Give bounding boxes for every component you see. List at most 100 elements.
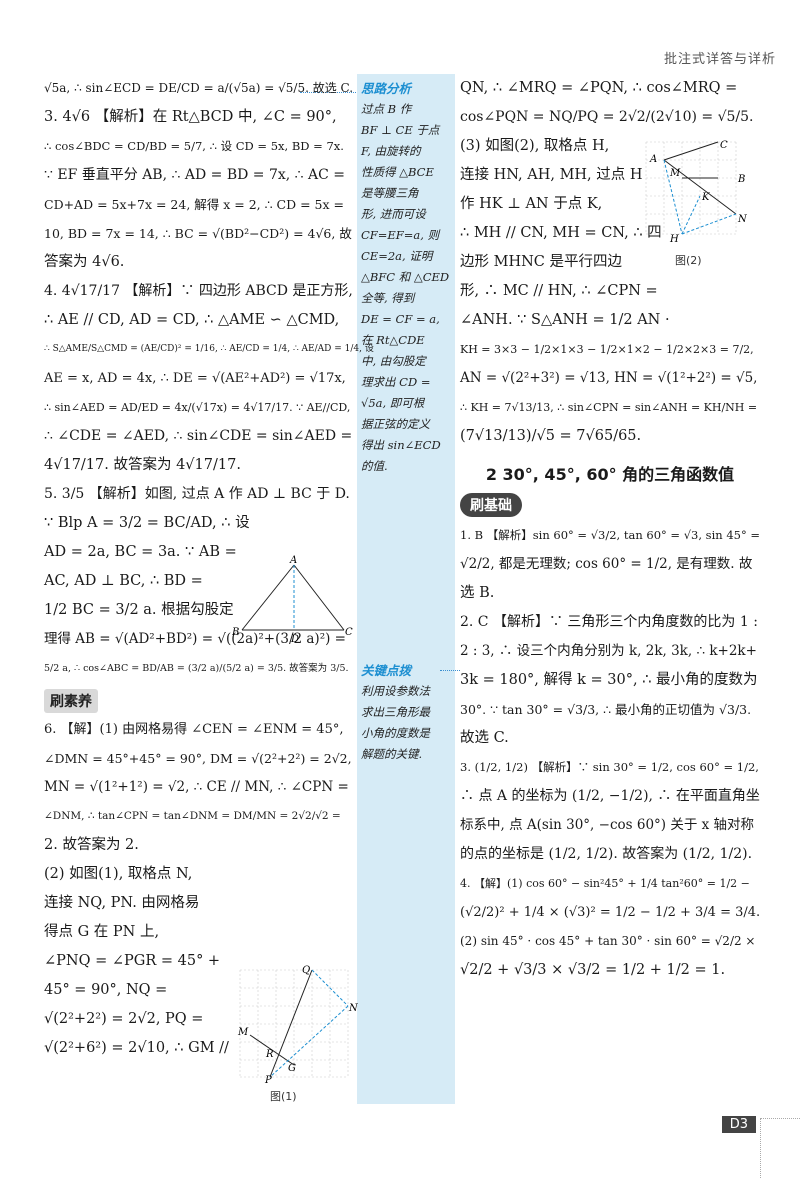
left-line: √(2²+2²) = 2√2, PQ = [44, 1011, 204, 1027]
note-line: 求出三角形最 [361, 705, 430, 719]
right-line: KH = 3×3 − 1/2×1×3 − 1/2×1×2 − 1/2×2×3 =… [460, 343, 754, 356]
right2-line: 标系中, 点 A(sin 30°, −cos 60°) 关于 x 轴对称 [460, 817, 755, 833]
fig1-label-p: P [264, 1075, 272, 1083]
left-line: ∴ AE // CD, AD = CD, ∴ △AME ∽ △CMD, [44, 312, 340, 328]
triangle-figure: A B D C [232, 555, 353, 645]
right2-line: 4. 【解】(1) cos 60° − sin²45° + 1/4 tan²60… [460, 877, 750, 890]
right2-line: 2. C 【解析】∵ 三角形三个内角度数的比为 1 : [460, 614, 758, 630]
note-line: 解题的关键. [361, 747, 423, 761]
left-line: √5a, ∴ sin∠ECD = DE/CD = a/(√5a) = √5/5.… [44, 81, 354, 95]
left-line: AC, AD ⊥ BC, ∴ BD = [44, 573, 203, 589]
left-line: ∵ Blp A = 3/2 = BC/AD, ∴ 设 [44, 515, 250, 531]
left-line: 4. 4√17/17 【解析】∵ 四边形 ABCD 是正方形, [44, 283, 353, 299]
left-line: 45° = 90°, NQ = [44, 982, 168, 998]
left-line: 5. 3/5 【解析】如图, 过点 A 作 AD ⊥ BC 于 D. [44, 486, 350, 502]
note-connector-2 [440, 670, 460, 671]
right2-line: 3. (1/2, 1/2) 【解析】∵ sin 30° = 1/2, cos 6… [460, 760, 759, 774]
right-line: 边形 MHNC 是平行四边 [460, 254, 622, 270]
note-keypoint-title: 关键点拨 [361, 663, 412, 678]
left-line: ∠PNQ = ∠PGR = 45° + [44, 953, 221, 969]
left-line: (2) 如图(1), 取格点 N, [44, 866, 193, 882]
fig1-label-m: M [237, 1027, 249, 1038]
note-line: △BFC 和 △CED [361, 270, 450, 284]
running-header: 批注式详答与详析 [663, 52, 776, 67]
right-column: QN, ∴ ∠MRQ = ∠PQN, ∴ cos∠MRQ = cos∠PQN = … [460, 74, 760, 985]
right-line: cos∠PQN = NQ/PQ = 2√2/(2√10) = √5/5. [460, 109, 754, 125]
left-line: 6. 【解】(1) 由网格易得 ∠CEN = ∠ENM = 45°, [44, 722, 344, 737]
fig2-label-m: M [669, 168, 681, 179]
right-line: 形, ∴ MC // HN, ∴ ∠CPN = [460, 283, 658, 299]
fig1-caption: 图(1) [270, 1090, 297, 1103]
note-line: 利用设参数法 [361, 684, 430, 698]
right-line: AN = √(2²+3²) = √13, HN = √(1²+2²) = √5, [460, 370, 758, 386]
left-line: 连接 NQ, PN. 由网格易 [44, 895, 200, 911]
right2-line: (√2/2)² + 1/4 × (√3)² = 1/2 − 1/2 + 3/4 … [460, 905, 761, 920]
tri-label-a: A [289, 555, 297, 566]
grid-figure-2: C A M B K N H [645, 140, 748, 245]
note-line: 小角的度数是 [361, 726, 430, 740]
note-line: 得出 sin∠ECD [361, 438, 441, 452]
right-line: 连接 HN, AH, MH, 过点 H [460, 167, 643, 183]
right2-line: 3k = 180°, 解得 k = 30°, ∴ 最小角的度数为 [460, 672, 758, 688]
right-line: ∴ MH // CN, MH = CN, ∴ 四 [460, 225, 662, 241]
note-line: 的值. [361, 459, 388, 473]
left-line: ∴ ∠CDE = ∠AED, ∴ sin∠CDE = sin∠AED = [44, 428, 353, 444]
left-line: 得点 G 在 PN 上, [44, 924, 160, 940]
right2-line: ∴ 点 A 的坐标为 (1/2, −1/2), ∴ 在平面直角坐 [460, 788, 760, 804]
left-line: 3. 4√6 【解析】在 Rt△BCD 中, ∠C = 90°, [44, 109, 337, 125]
left-line: AD = 2a, BC = 3a. ∵ AB = [44, 544, 237, 560]
note-line: 形, 进而可设 [361, 207, 426, 221]
tri-label-d: D [290, 634, 299, 645]
left-line: 5/2 a, ∴ cos∠ABC = BD/AB = (3/2 a)/(5/2 … [44, 663, 349, 674]
fig2-label-a: A [649, 154, 657, 165]
note-line: CE=2a, 证明 [361, 249, 433, 263]
left-line: √(2²+6²) = 2√10, ∴ GM // [44, 1040, 229, 1056]
left-line: MN = √(1²+1²) = √2, ∴ CE // MN, ∴ ∠CPN = [44, 779, 349, 795]
fig1-label-r: R [265, 1049, 274, 1060]
right2-line: 30°. ∵ tan 30° = √3/3, ∴ 最小角的正切值为 √3/3. [460, 702, 752, 717]
note-line: √5a, 即可根 [361, 396, 425, 410]
left-line: ∴ cos∠BDC = CD/BD = 5/7, ∴ 设 CD = 5x, BD… [44, 139, 344, 153]
note-line: 在 Rt△CDE [361, 333, 425, 347]
left-line: CD+AD = 5x+7x = 24, 解得 x = 2, ∴ CD = 5x … [44, 197, 345, 212]
note-line: BF ⊥ CE 于点 [361, 123, 440, 137]
fig1-label-g: G [288, 1063, 296, 1074]
right2-line: 的点的坐标是 (1/2, 1/2). 故答案为 (1/2, 1/2). [460, 846, 753, 862]
note-line: 中, 由勾股定 [361, 354, 426, 368]
right2-line: 故选 C. [460, 730, 509, 746]
fig1-label-q: Q [302, 965, 310, 976]
right-line: ∠ANH. ∵ S△ANH = 1/2 AN · [460, 312, 670, 328]
annotation-sidebar [357, 74, 455, 1104]
section-title: 2 30°, 45°, 60° 角的三角函数值 [485, 465, 735, 484]
left-line: AE = x, AD = 4x, ∴ DE = √(AE²+AD²) = √17… [44, 371, 346, 386]
fig2-label-h: H [669, 234, 679, 245]
right-line: QN, ∴ ∠MRQ = ∠PQN, ∴ cos∠MRQ = [460, 80, 738, 96]
left-line: 答案为 4√6. [44, 254, 125, 270]
page-number: D3 [721, 1116, 756, 1133]
page-corner-decoration [760, 1118, 800, 1178]
right2-line: 2 : 3, ∴ 设三个内角分别为 k, 2k, 3k, ∴ k+2k+ [460, 643, 757, 659]
left-column: √5a, ∴ sin∠ECD = DE/CD = a/(√5a) = √5/5.… [44, 74, 374, 1063]
note-analysis-title: 思路分析 [361, 81, 412, 96]
right-line: (7√13/13)/√5 = 7√65/65. [460, 428, 642, 444]
left-line: 1/2 BC = 3/2 a. 根据勾股定 [44, 602, 234, 618]
fig2-label-k: K [701, 192, 710, 203]
left-line: ∵ EF 垂直平分 AB, ∴ AD = BD = 7x, ∴ AC = [44, 167, 346, 183]
practice-tag: 刷素养 [44, 689, 98, 713]
left-line: ∠DMN = 45°+45° = 90°, DM = √(2²+2²) = 2√… [44, 751, 352, 766]
note-line: 全等, 得到 [361, 291, 415, 305]
left-line: 4√17/17. 故答案为 4√17/17. [44, 457, 241, 473]
right-line: ∴ KH = 7√13/13, ∴ sin∠CPN = sin∠ANH = KH… [460, 401, 758, 414]
fig2-label-c: C [720, 140, 728, 151]
fig2-label-b: B [737, 174, 745, 185]
note-line: 性质得 △BCE [361, 165, 434, 179]
basics-tag: 刷基础 [460, 493, 522, 517]
note-line: 据正弦的定义 [361, 417, 430, 431]
right-line: 作 HK ⊥ AN 于点 K, [460, 196, 603, 212]
left-line: ∠DNM, ∴ tan∠CPN = tan∠DNM = DM/MN = 2√2/… [44, 810, 341, 822]
left-line: 10, BD = 7x = 14, ∴ BC = √(BD²−CD²) = 4√… [44, 226, 352, 241]
note-line: 理求出 CD = [361, 375, 431, 389]
tri-label-c: C [345, 627, 353, 638]
tri-label-b: B [232, 627, 239, 638]
